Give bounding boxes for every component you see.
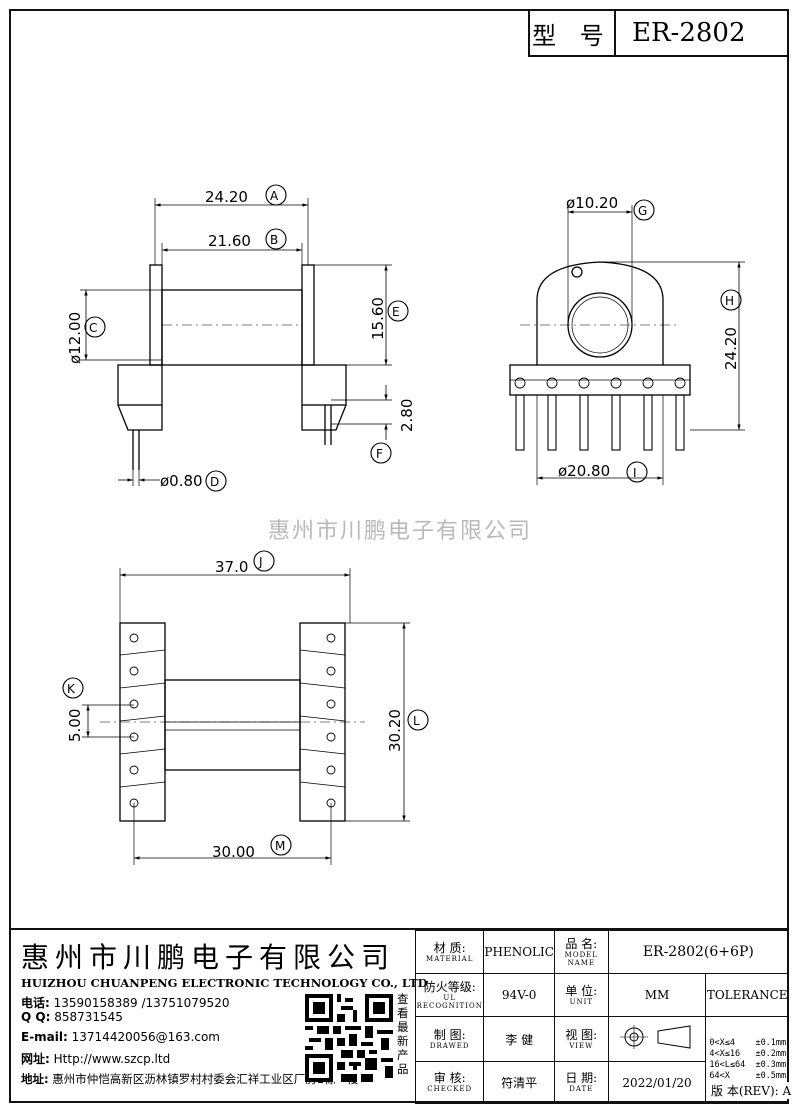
dim-f-value: 2.80: [398, 399, 416, 432]
title-block: 惠州市川鹏电子有限公司 HUIZHOU CHUANPENG ELECTRONIC…: [9, 928, 792, 1105]
dim-i-value: ø20.80: [558, 462, 610, 480]
web-label: 网址:: [21, 1052, 50, 1066]
spec-table: 材 质: MATERIAL PHENOLIC 品 名: MODEL NAME E…: [414, 930, 790, 1104]
dim-l-value: 30.20: [386, 709, 404, 752]
tolerance-row: 0<X≤4 ±0.1mm: [709, 1038, 787, 1048]
unit-label: 单 位:: [565, 983, 598, 998]
drawn-label: 制 图:: [433, 1027, 466, 1042]
bottom-view: [82, 568, 410, 865]
checked-label-cell: 审 核: CHECKED: [414, 1061, 485, 1104]
drawing-frame: [9, 9, 789, 1103]
dim-g-key: G: [638, 204, 647, 218]
date-label-cell: 日 期: DATE: [553, 1061, 609, 1104]
qr-caption: 查看最新产品: [397, 992, 409, 1076]
checked-label: 审 核:: [433, 1071, 466, 1085]
dim-d-value: ø0.80: [160, 472, 203, 490]
email-address: 13714420056@163.com: [71, 1030, 220, 1044]
dim-j-key: J: [258, 555, 263, 569]
dim-f-key: F: [376, 447, 383, 461]
dim-e-value: 15.60: [369, 297, 387, 340]
date-sublabel: DATE: [569, 1085, 594, 1093]
watermark: 惠州市川鹏电子有限公司: [268, 519, 532, 544]
tolerance-row: 4<X≤16 ±0.2mm: [709, 1049, 787, 1059]
dim-l-key: L: [413, 714, 420, 728]
name-sublabel: MODEL NAME: [564, 950, 598, 967]
phone-number: 13590158389 /13751079520: [53, 996, 230, 1010]
dim-b-key: B: [270, 233, 278, 247]
drawn-by: 李 健: [483, 1016, 555, 1062]
material-sublabel: MATERIAL: [426, 954, 474, 963]
drawn-label-cell: 制 图: DRAWED: [414, 1016, 485, 1062]
revision-label: 版 本(REV):: [711, 1084, 779, 1098]
qq-label: Q Q:: [21, 1010, 51, 1024]
address-line: 地址: 惠州市仲恺高新区沥林镇罗村村委会汇祥工业区厂房1栋一楼: [21, 1071, 359, 1087]
unit-value: MM: [607, 973, 707, 1017]
view-label: 视 图:: [565, 1027, 598, 1042]
company-name-cn: 惠州市川鹏电子有限公司: [21, 941, 396, 974]
dim-a-key: A: [270, 189, 279, 203]
view-label-cell: 视 图: VIEW: [553, 1016, 609, 1062]
name-label: 品 名:: [565, 936, 598, 951]
address-text: 惠州市仲恺高新区沥林镇罗村村委会汇祥工业区厂房1栋一楼: [52, 1072, 359, 1086]
dim-a-value: 24.20: [205, 188, 248, 206]
date-label: 日 期:: [565, 1071, 598, 1085]
ul-label: 防火等级:: [423, 979, 476, 994]
revision: 版 本(REV): A: [711, 1082, 792, 1099]
phone-line: 电话: 13590158389 /13751079520: [21, 994, 229, 1011]
address-label: 地址:: [21, 1072, 49, 1086]
dim-m-value: 30.00: [212, 843, 255, 861]
company-name-en: HUIZHOU CHUANPENG ELECTRONIC TECHNOLOGY …: [21, 976, 428, 990]
dim-j-value: 37.0: [215, 558, 248, 576]
web-line: 网址: Http://www.szcp.ltd: [21, 1050, 170, 1067]
technical-drawing: 24.20 A 21.60 B ø12.00 C ø0.80 D 15.60 E…: [62, 184, 745, 865]
qq-line: Q Q: 858731545: [21, 1010, 123, 1024]
unit-label-cell: 单 位: UNIT: [553, 973, 609, 1017]
projection-symbol-cell: [607, 1016, 707, 1062]
tolerance-heading: TOLERANCE: [705, 973, 789, 1017]
dim-g-value: ø10.20: [566, 194, 618, 212]
email-line: E-mail: 13714420056@163.com: [21, 1030, 220, 1044]
dim-k-value: 5.00: [66, 709, 84, 742]
model-label: 型 号: [530, 11, 616, 55]
dim-d-key: D: [210, 475, 219, 489]
dim-c-key: C: [89, 321, 97, 335]
date-value: 2022/01/20: [607, 1061, 707, 1104]
model-number: ER-2802: [632, 18, 746, 48]
qr-code-icon: [305, 994, 393, 1082]
checked-by: 符清平: [483, 1061, 555, 1104]
dim-k-key: K: [67, 682, 76, 696]
product-name: ER-2802(6+6P): [607, 930, 790, 974]
revision-value: A: [782, 1084, 792, 1098]
ul-value: 94V-0: [483, 973, 555, 1017]
phone-label: 电话:: [21, 996, 50, 1010]
web-address: Http://www.szcp.ltd: [53, 1052, 171, 1066]
dim-h-value: 24.20: [722, 327, 740, 370]
checked-sublabel: CHECKED: [427, 1085, 473, 1093]
tolerance-row: 16<L≤64 ±0.3mm: [709, 1060, 787, 1070]
dim-b-value: 21.60: [208, 232, 251, 250]
dim-h-key: H: [725, 294, 734, 308]
dim-c-value: ø12.00: [66, 312, 84, 364]
material-value: PHENOLIC: [483, 930, 555, 974]
dim-e-key: E: [392, 305, 400, 319]
side-view: [509, 205, 745, 485]
qq-number: 858731545: [54, 1010, 123, 1024]
material-label-cell: 材 质: MATERIAL: [414, 930, 485, 974]
tolerance-row: 64<X ±0.5mm: [709, 1071, 787, 1081]
dim-i-key: I: [633, 466, 637, 480]
email-label: E-mail:: [21, 1030, 68, 1044]
dim-m-key: M: [275, 839, 285, 853]
drawn-sublabel: DRAWED: [429, 1041, 470, 1050]
third-angle-projection-icon: [620, 1025, 691, 1049]
front-view: [80, 198, 392, 486]
material-label: 材 质:: [433, 940, 466, 955]
model-box: 型 号 ER-2802: [528, 9, 789, 57]
ul-label-cell: 防火等级: UL RECOGNITION: [414, 973, 485, 1017]
view-sublabel: VIEW: [569, 1041, 594, 1050]
unit-sublabel: UNIT: [569, 997, 594, 1006]
name-label-cell: 品 名: MODEL NAME: [553, 930, 609, 974]
ul-sublabel: UL RECOGNITION: [416, 993, 483, 1010]
